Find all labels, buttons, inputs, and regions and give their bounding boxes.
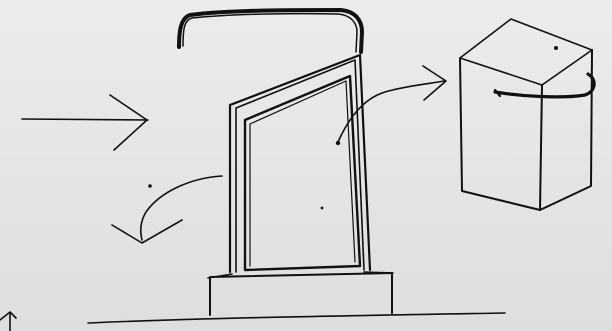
incoming-arrow-shaft: [22, 119, 148, 120]
exhaust-dot: [148, 184, 152, 188]
box-top-dot: [554, 46, 558, 50]
transfer-arrow-dot: [336, 141, 340, 145]
panel-dot: [321, 207, 324, 210]
